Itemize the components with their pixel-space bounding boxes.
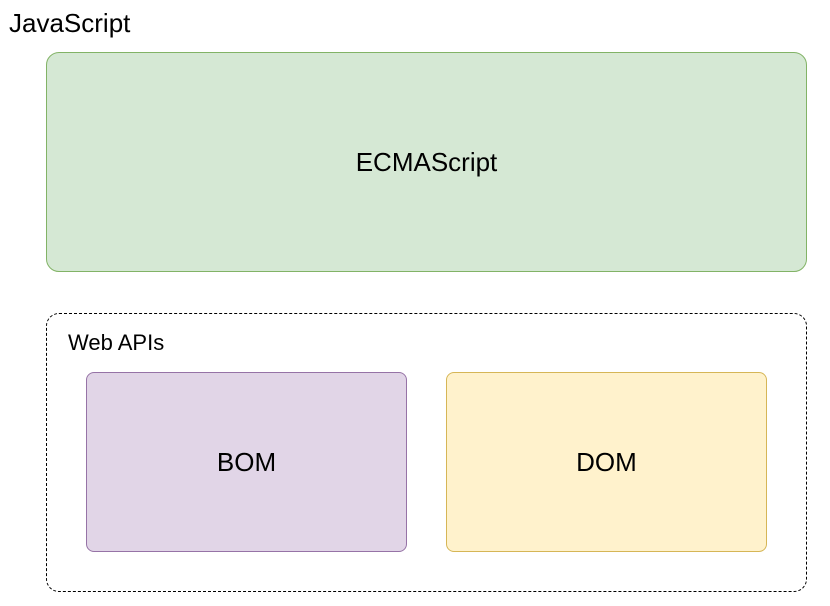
- ecmascript-box: ECMAScript: [46, 52, 807, 272]
- diagram-title: JavaScript: [9, 8, 131, 38]
- dom-box: DOM: [446, 372, 767, 552]
- bom-label: BOM: [216, 446, 277, 477]
- bom-box: BOM: [86, 372, 407, 552]
- ecmascript-label: ECMAScript: [355, 146, 498, 177]
- dom-label: DOM: [576, 446, 637, 477]
- web-apis-group: [46, 313, 807, 592]
- web-apis-label: Web APIs: [68, 330, 165, 355]
